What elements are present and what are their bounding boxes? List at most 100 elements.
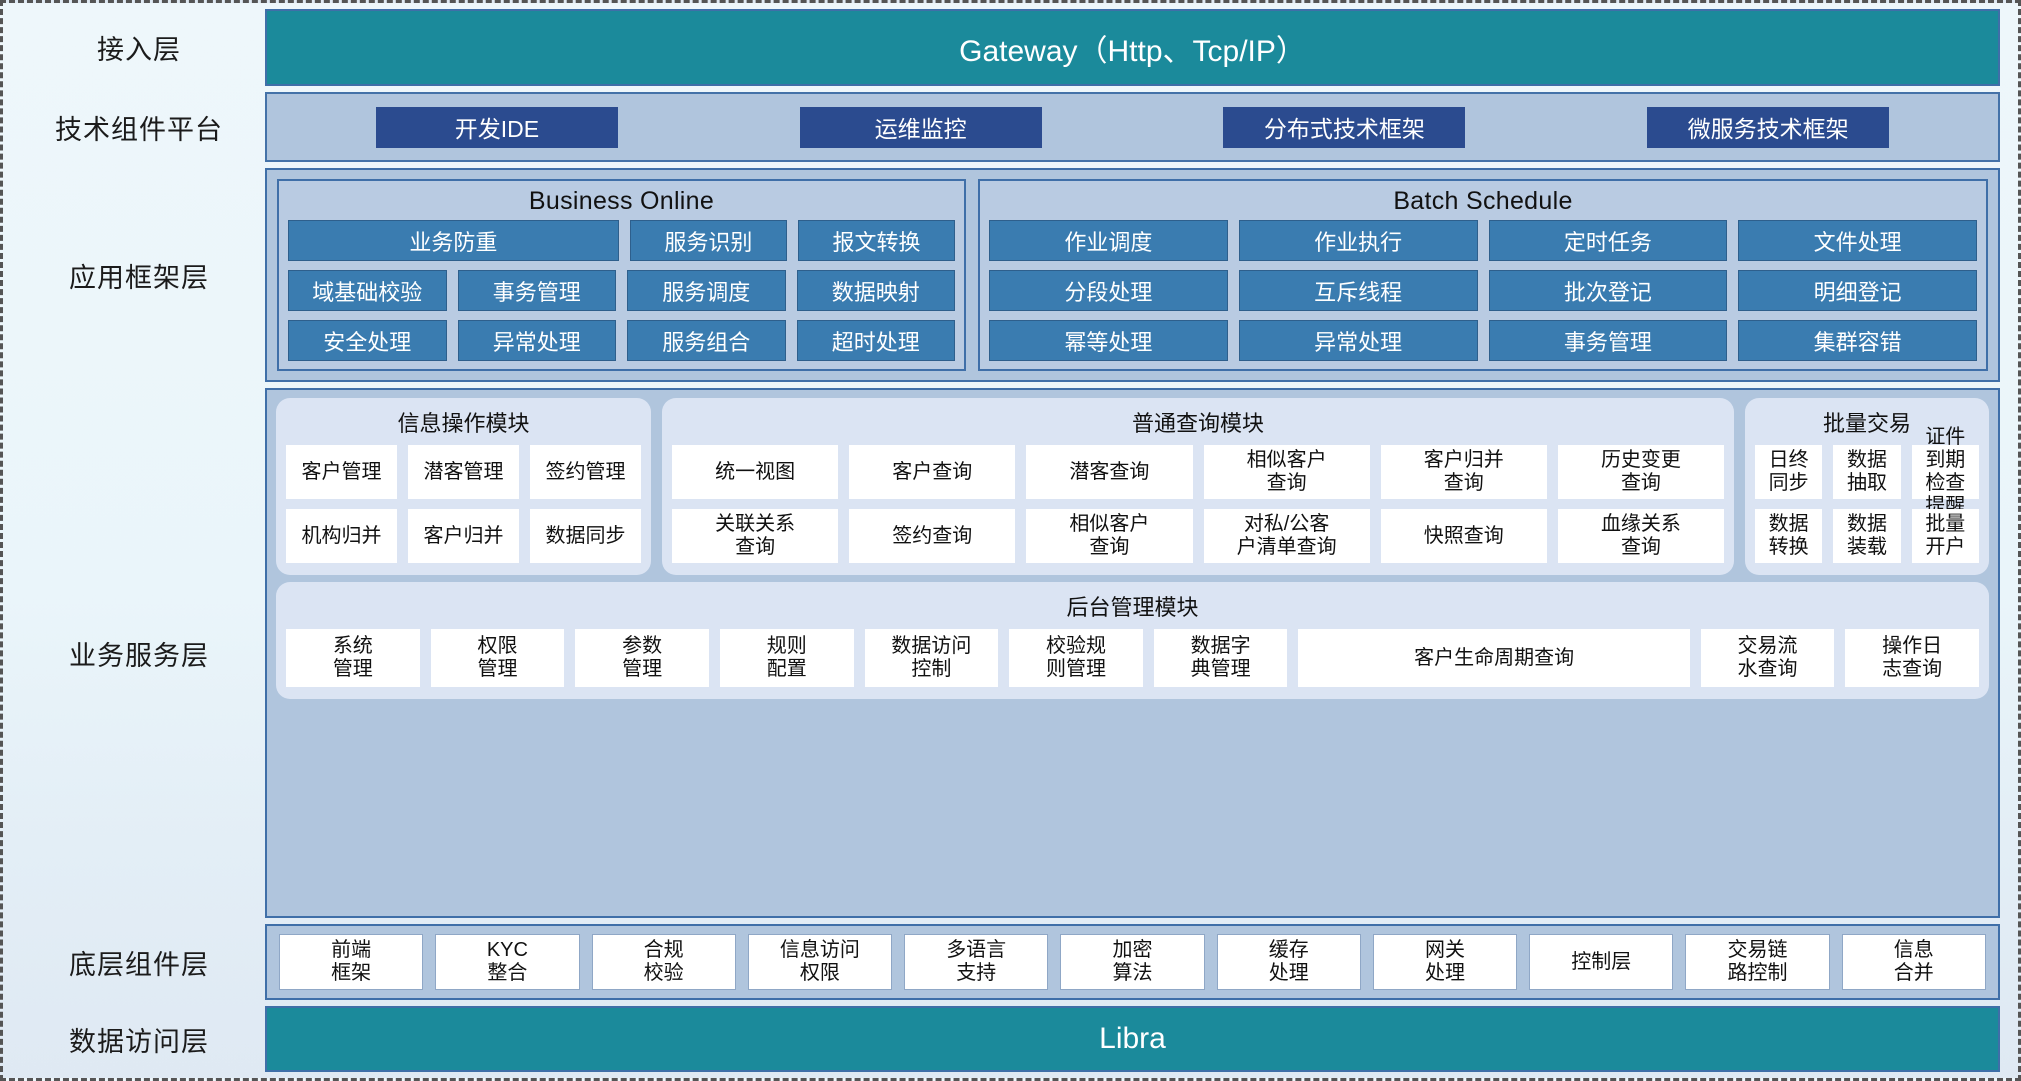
app-cell[interactable]: 域基础校验 [288, 270, 447, 311]
biz-cell[interactable]: 数据 装载 [1833, 509, 1901, 563]
libra-bar[interactable]: Libra [265, 1006, 2000, 1072]
biz-cell[interactable]: 血缘关系 查询 [1557, 509, 1725, 563]
app-cell[interactable]: 数据映射 [796, 270, 955, 311]
biz-cell[interactable]: 参数 管理 [575, 629, 709, 687]
tech-platform-panel: 开发IDE 运维监控 分布式技术框架 微服务技术框架 [265, 92, 2000, 162]
base-component-container: 前端 框架 KYC 整合 合规 校验 信息访问 权限 多语言 支持 加密 算法 … [265, 924, 2000, 1000]
biz-cell[interactable]: 权限 管理 [430, 629, 565, 687]
biz-group-title: 普通查询模块 [1131, 411, 1264, 436]
app-row: 安全处理 异常处理 服务组合 超时处理 [288, 320, 955, 361]
layer-label-basecomponent: 底层组件层 [69, 949, 209, 980]
base-cell[interactable]: 缓存 处理 [1216, 934, 1361, 990]
app-cell[interactable]: 作业调度 [989, 220, 1228, 261]
base-cell[interactable]: 信息 合并 [1841, 934, 1986, 990]
biz-cell[interactable]: 潜客查询 [1026, 445, 1193, 499]
biz-row: 统一视图 客户查询 潜客查询 相似客户 查询 客户归并 查询 历史变更 查询 [672, 445, 1725, 499]
biz-cell[interactable]: 数据同步 [530, 509, 641, 563]
app-cell[interactable]: 文件处理 [1738, 220, 1977, 261]
base-cell[interactable]: 前端 框架 [279, 934, 424, 990]
app-cell[interactable]: 幂等处理 [989, 320, 1228, 361]
biz-cell[interactable]: 机构归并 [286, 509, 397, 563]
biz-cell[interactable]: 对私/公客 户清单查询 [1203, 509, 1370, 563]
biz-cell[interactable]: 相似客户 查询 [1203, 445, 1370, 499]
biz-cell[interactable]: 操作日 志查询 [1845, 629, 1979, 687]
app-cell[interactable]: 分段处理 [989, 270, 1228, 311]
app-cell[interactable]: 明细登记 [1738, 270, 1977, 311]
biz-cell[interactable]: 潜客管理 [408, 445, 519, 499]
app-cell[interactable]: 报文转换 [797, 220, 955, 261]
app-cell[interactable]: 集群容错 [1738, 320, 1977, 361]
biz-cell[interactable]: 客户管理 [286, 445, 397, 499]
tech-item-distributed[interactable]: 分布式技术框架 [1223, 106, 1466, 148]
app-cell[interactable]: 服务组合 [627, 320, 786, 361]
biz-cell[interactable]: 客户查询 [849, 445, 1016, 499]
biz-row: 系统 管理 权限 管理 参数 管理 规则 配置 数据访问 控制 校验规 则管理 … [286, 629, 1979, 687]
biz-cell[interactable]: 系统 管理 [286, 629, 420, 687]
biz-cell[interactable]: 数据 抽取 [1833, 445, 1901, 499]
biz-cell[interactable]: 批量 开户 [1911, 509, 1979, 563]
app-cell[interactable]: 异常处理 [457, 320, 616, 361]
app-group-batch-schedule: Batch Schedule 作业调度 作业执行 定时任务 文件处理 分段处理 … [978, 179, 1988, 371]
biz-cell[interactable]: 历史变更 查询 [1557, 445, 1725, 499]
base-cell[interactable]: 合规 校验 [591, 934, 736, 990]
tech-item-ide[interactable]: 开发IDE [375, 106, 618, 148]
biz-cell[interactable]: 数据 转换 [1755, 509, 1823, 563]
app-cell[interactable]: 作业执行 [1238, 220, 1478, 261]
app-cell[interactable]: 安全处理 [288, 320, 447, 361]
biz-cell[interactable]: 规则 配置 [719, 629, 854, 687]
biz-cell[interactable]: 交易流 水查询 [1700, 629, 1835, 687]
app-framework-container: Business Online 业务防重 服务识别 报文转换 域基础校验 事务管… [265, 168, 2000, 382]
app-cell[interactable]: 异常处理 [1238, 320, 1478, 361]
tech-item-microservice[interactable]: 微服务技术框架 [1647, 106, 1890, 148]
base-cell[interactable]: 交易链 路控制 [1685, 934, 1830, 990]
app-cell[interactable]: 服务识别 [629, 220, 787, 261]
biz-cell[interactable]: 数据访问 控制 [864, 629, 999, 687]
app-cell[interactable]: 定时任务 [1488, 220, 1728, 261]
biz-cell[interactable]: 相似客户 查询 [1026, 509, 1193, 563]
biz-cell[interactable]: 客户归并 [408, 509, 519, 563]
biz-cell[interactable]: 签约管理 [530, 445, 641, 499]
biz-cell[interactable]: 校验规 则管理 [1009, 629, 1143, 687]
app-cell[interactable]: 超时处理 [796, 320, 955, 361]
biz-group-title: 后台管理模块 [1066, 595, 1199, 620]
biz-cell[interactable]: 客户生命周期查询 [1298, 629, 1690, 687]
biz-cell[interactable]: 日终 同步 [1755, 445, 1823, 499]
app-row: 幂等处理 异常处理 事务管理 集群容错 [989, 320, 1977, 361]
app-cell[interactable]: 事务管理 [457, 270, 616, 311]
biz-cell[interactable]: 证件到期 检查提醒 [1911, 426, 1979, 517]
layer-row-bizservice: 业务服务层 信息操作模块 客户管理 潜客管理 签约管理 [13, 388, 2000, 918]
base-cell[interactable]: 加密 算法 [1060, 934, 1205, 990]
base-component-panel: 前端 框架 KYC 整合 合规 校验 信息访问 权限 多语言 支持 加密 算法 … [265, 924, 2000, 1000]
base-cell[interactable]: 控制层 [1529, 934, 1674, 990]
business-service-container: 信息操作模块 客户管理 潜客管理 签约管理 机构归并 客户归并 [265, 388, 2000, 918]
biz-group-info-operation: 信息操作模块 客户管理 潜客管理 签约管理 机构归并 客户归并 [276, 398, 651, 575]
biz-group-backend-admin: 后台管理模块 系统 管理 权限 管理 参数 管理 规则 配置 数据访问 控制 校… [276, 582, 1989, 699]
app-group-title-batch-schedule: Batch Schedule [1393, 187, 1573, 215]
gateway-bar[interactable]: Gateway（Http、Tcp/IP） [265, 9, 2000, 86]
biz-row: 数据 转换 数据 装载 批量 开户 [1755, 509, 1979, 563]
base-cell[interactable]: 信息访问 权限 [747, 934, 893, 990]
app-row: 业务防重 服务识别 报文转换 [288, 220, 955, 261]
base-cell[interactable]: 多语言 支持 [904, 934, 1049, 990]
biz-cell[interactable]: 统一视图 [672, 445, 839, 499]
tech-item-monitoring[interactable]: 运维监控 [799, 106, 1042, 148]
app-group-business-online: Business Online 业务防重 服务识别 报文转换 域基础校验 事务管… [277, 179, 966, 371]
app-cell[interactable]: 事务管理 [1488, 320, 1728, 361]
app-cell[interactable]: 批次登记 [1488, 270, 1728, 311]
biz-cell[interactable]: 客户归并 查询 [1380, 445, 1547, 499]
base-cell[interactable]: 网关 处理 [1372, 934, 1518, 990]
biz-cell[interactable]: 快照查询 [1380, 509, 1547, 563]
layer-row-dataaccess: 数据访问层 Libra [13, 1006, 2000, 1072]
app-cell[interactable]: 服务调度 [627, 270, 786, 311]
layer-row-access: 接入层 Gateway（Http、Tcp/IP） [13, 9, 2000, 86]
biz-cell[interactable]: 数据字 典管理 [1153, 629, 1288, 687]
app-framework-panel: Business Online 业务防重 服务识别 报文转换 域基础校验 事务管… [265, 168, 2000, 382]
base-cell[interactable]: KYC 整合 [435, 934, 580, 990]
business-service-top-line: 信息操作模块 客户管理 潜客管理 签约管理 机构归并 客户归并 [276, 398, 1989, 575]
biz-cell[interactable]: 关联关系 查询 [672, 509, 839, 563]
app-cell[interactable]: 互斥线程 [1238, 270, 1478, 311]
biz-cell[interactable]: 签约查询 [849, 509, 1016, 563]
app-cell[interactable]: 业务防重 [288, 220, 619, 261]
biz-row: 日终 同步 数据 抽取 证件到期 检查提醒 [1755, 426, 1979, 517]
